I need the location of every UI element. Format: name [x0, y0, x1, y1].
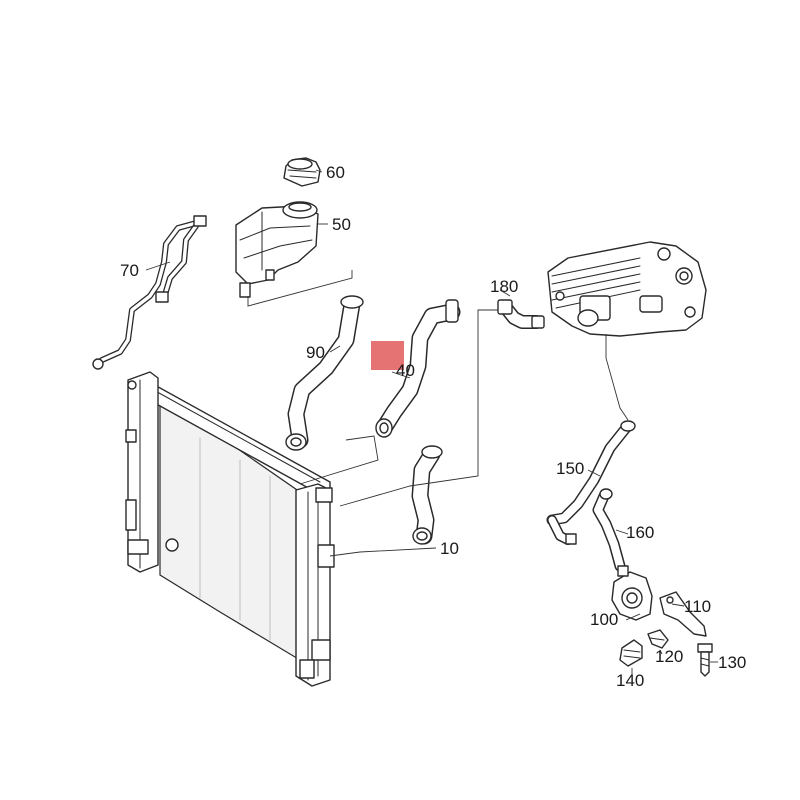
callout-140: 140 [616, 671, 644, 690]
hose-160 [592, 488, 626, 572]
callout-labels: 60 50 70 90 40 180 10 150 160 100 110 12… [120, 163, 746, 690]
callout-100: 100 [590, 610, 618, 629]
callout-130: 130 [718, 653, 746, 672]
highlight-marker [371, 341, 404, 370]
water-pump [611, 565, 653, 621]
callout-180: 180 [490, 277, 518, 296]
radiator [125, 371, 335, 687]
vent-line [92, 215, 207, 370]
engine-module [547, 241, 707, 337]
callout-160: 160 [626, 523, 654, 542]
clip-120 [647, 629, 669, 649]
expansion-tank [235, 201, 353, 307]
callout-110: 110 [684, 597, 711, 616]
hose-90 [285, 295, 364, 451]
sensor-140 [619, 639, 643, 667]
tank-cap [283, 157, 321, 187]
hose-40 [375, 299, 461, 438]
fitting-180 [497, 299, 545, 329]
callout-150: 150 [556, 459, 584, 478]
radiator-core-panel [159, 393, 301, 662]
leader-lines [145, 169, 718, 678]
callout-120: 120 [655, 647, 683, 666]
radiator-right-tank [295, 483, 331, 687]
hose-150 [546, 420, 636, 545]
bolt-130 [697, 643, 713, 677]
callout-50: 50 [332, 215, 351, 234]
bracket-110 [659, 591, 707, 637]
hose-10 [411, 445, 443, 545]
callout-90: 90 [306, 343, 325, 362]
callout-10: 10 [440, 539, 459, 558]
callout-60: 60 [326, 163, 345, 182]
callout-70: 70 [120, 261, 139, 280]
callout-40: 40 [396, 361, 415, 380]
